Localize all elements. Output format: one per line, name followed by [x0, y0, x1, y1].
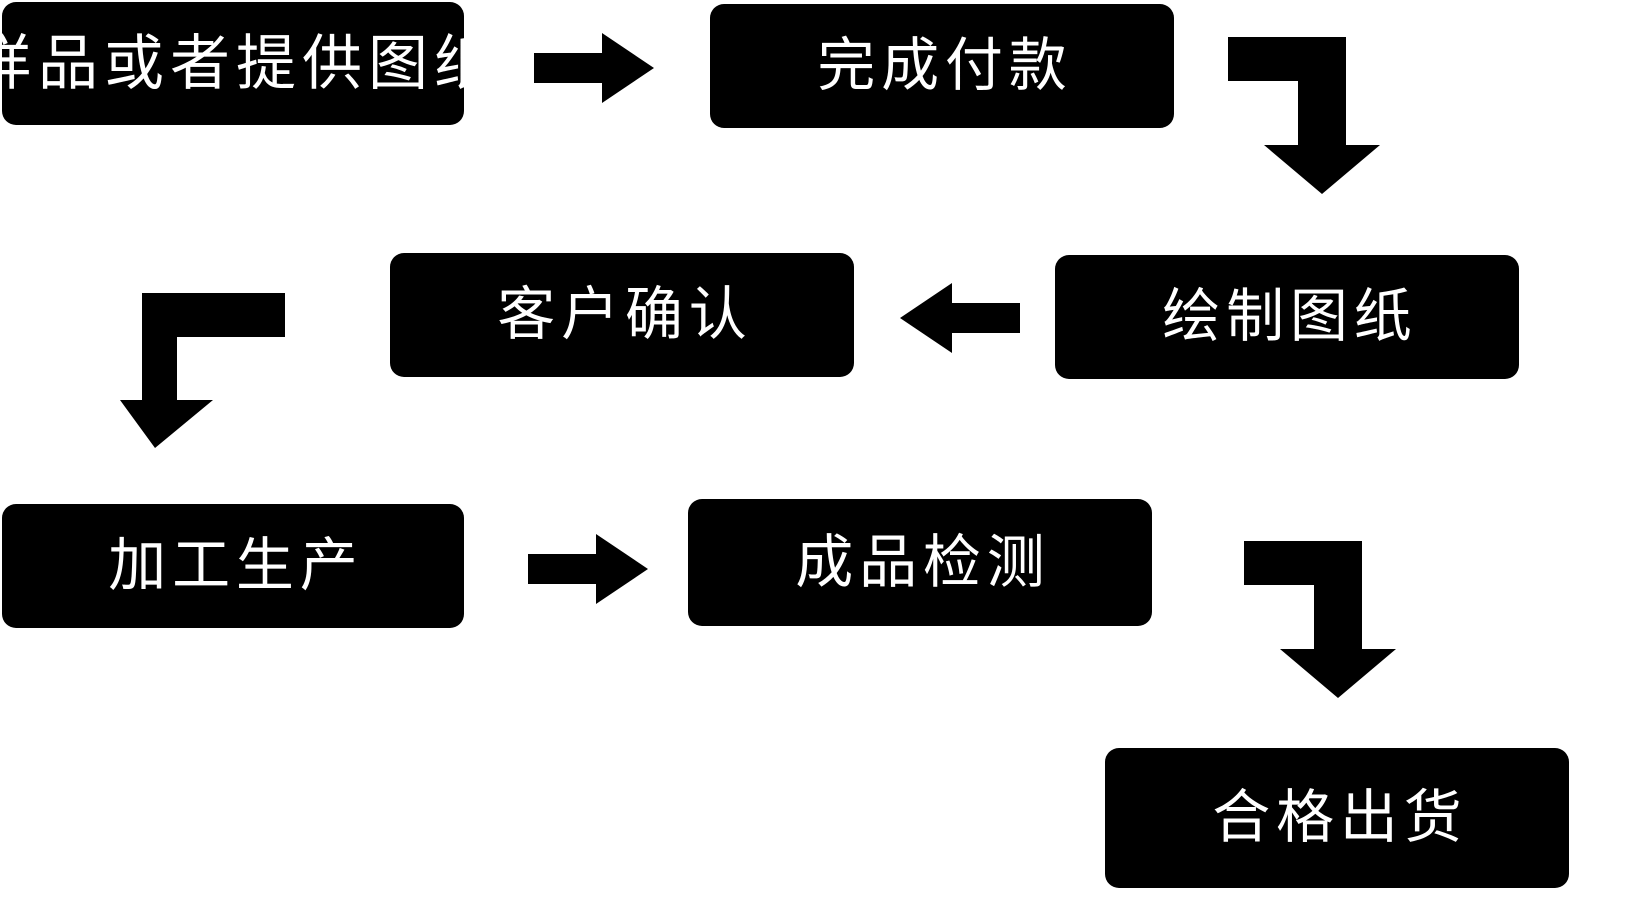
- elbow-arrow-left-down-icon: [120, 293, 285, 448]
- flow-node-production: 加工生产: [2, 504, 464, 628]
- flow-node-drawing: 绘制图纸: [1055, 255, 1519, 379]
- flow-node-label: 成品检测: [795, 529, 1051, 595]
- flow-node-confirm: 客户确认: [390, 253, 854, 377]
- flow-node-label: 客户确认: [497, 282, 753, 348]
- flow-node-label: 加工生产: [108, 533, 364, 599]
- elbow-arrow-right-down-icon: [1244, 541, 1396, 698]
- flow-node-sample: 样品或者提供图纸: [0, 2, 494, 125]
- flow-node-inspection: 成品检测: [688, 499, 1152, 626]
- arrow-left-icon: [900, 283, 1020, 353]
- flow-node-label: 样品或者提供图纸: [0, 29, 500, 97]
- flow-node-shipping: 合格出货: [1105, 748, 1569, 888]
- flow-node-label: 合格出货: [1212, 785, 1468, 851]
- arrow-right-icon: [528, 534, 648, 604]
- arrow-right-icon: [534, 33, 654, 103]
- flow-node-label: 完成付款: [817, 33, 1073, 99]
- flow-node-payment: 完成付款: [710, 4, 1174, 128]
- elbow-arrow-right-down-icon: [1228, 37, 1380, 194]
- flow-node-label: 绘制图纸: [1162, 284, 1418, 350]
